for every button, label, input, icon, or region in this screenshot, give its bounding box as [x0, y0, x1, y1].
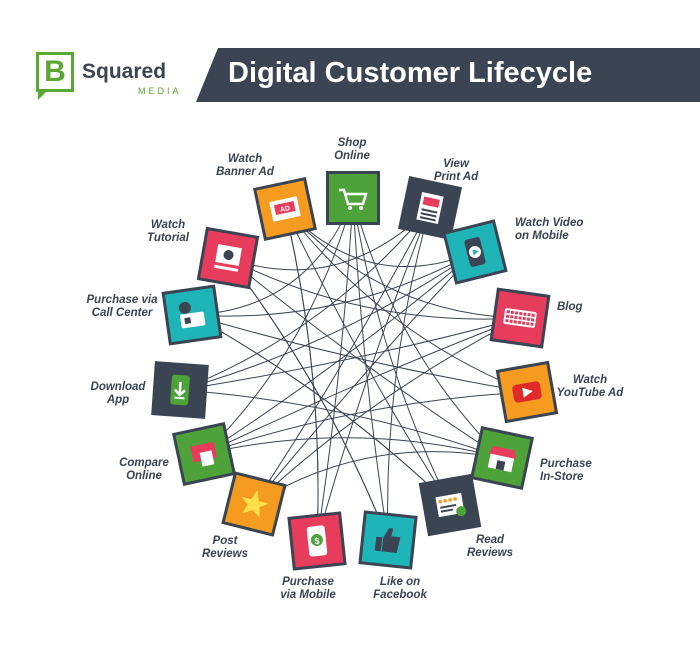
lifecycle-node [326, 171, 380, 225]
connection-line [203, 437, 503, 459]
logo-speech-tail [38, 90, 48, 100]
lifecycle-node [442, 219, 508, 285]
banner-ad-icon: AD [269, 196, 301, 222]
connection-line [352, 197, 389, 541]
keyboard-icon [503, 308, 537, 328]
title-banner [196, 48, 700, 102]
connection-lines [179, 197, 528, 542]
download-app-icon [170, 374, 190, 406]
print-ad-icon [416, 192, 444, 224]
node-label: Blog [557, 301, 583, 313]
brand-logo: B Squared MEDIA [36, 52, 186, 104]
star-review-icon [435, 492, 467, 518]
lifecycle-node [397, 175, 463, 241]
connection-line [387, 207, 431, 541]
mobile-dollar-icon: $ [306, 525, 328, 557]
connection-line [284, 208, 319, 542]
connection-line [227, 257, 503, 459]
logo-wordmark: Squared [82, 60, 167, 83]
connection-line [227, 257, 521, 320]
lifecycle-node: $ [287, 511, 347, 571]
connection-line [316, 207, 431, 542]
page-title: Digital Customer Lifecycle [228, 57, 593, 89]
connection-line [253, 251, 476, 505]
connection-line [253, 317, 521, 505]
node-tile [329, 174, 377, 222]
svg-text:AD: AD [279, 205, 290, 214]
youtube-play-icon [512, 381, 542, 403]
connection-line [179, 389, 503, 459]
connection-line [191, 251, 476, 317]
connection-line [179, 207, 431, 391]
connection-line [227, 257, 389, 541]
star-icon [241, 490, 269, 518]
lifecycle-node [196, 226, 260, 290]
connection-line [191, 314, 451, 506]
logo-letter: B [36, 52, 74, 92]
shopping-cart-icon [339, 188, 368, 210]
connection-line [191, 314, 451, 506]
connection-line [284, 208, 451, 506]
tutorial-info-icon [214, 244, 242, 272]
lifecycle-node [358, 510, 418, 570]
lifecycle-node [489, 287, 551, 349]
call-center-icon [178, 301, 206, 329]
connection-line [179, 251, 476, 391]
connection-line [352, 197, 451, 506]
connection-line [284, 208, 528, 393]
lifecycle-node [495, 360, 559, 424]
connection-line [352, 197, 503, 459]
lifecycle-node [171, 421, 237, 487]
mobile-video-icon [464, 237, 486, 267]
connection-line [203, 197, 354, 455]
lifecycle-node: AD [252, 176, 318, 242]
connection-line [316, 197, 354, 542]
logo-subtitle: MEDIA [138, 86, 182, 96]
lifecycle-node [151, 361, 209, 419]
compare-hand-icon [190, 441, 217, 467]
lifecycle-node [221, 471, 287, 537]
lifecycle-node [418, 473, 482, 537]
storefront-icon [487, 445, 517, 473]
lifecycle-node [469, 425, 535, 491]
connection-line [203, 251, 476, 455]
connection-line [284, 208, 521, 319]
connection-line [203, 391, 528, 455]
connection-line [203, 317, 521, 455]
connection-line [179, 317, 521, 391]
lifecycle-node [161, 284, 223, 346]
svg-text:$: $ [314, 536, 320, 546]
thumbs-up-icon [374, 528, 401, 553]
